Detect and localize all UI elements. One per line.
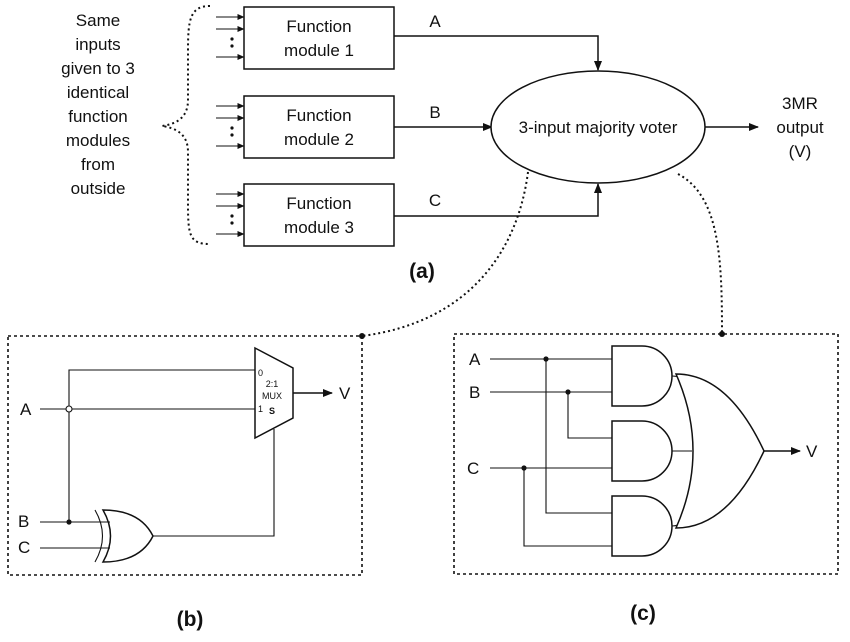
- and-gate-1: [611, 345, 673, 407]
- and-gate-3: [611, 495, 673, 557]
- mux-2to1: [254, 346, 294, 440]
- left-note-line: modules: [66, 131, 130, 150]
- module-label: Function: [286, 106, 351, 125]
- module-label: Function: [286, 17, 351, 36]
- majority-voter: 3-input majority voter: [490, 70, 706, 184]
- output-v-label: V: [806, 442, 818, 461]
- input-a-label: A: [469, 350, 481, 369]
- module-label: module 3: [284, 218, 354, 237]
- left-note: Same inputs given to 3 identical functio…: [61, 11, 135, 198]
- input-b-label: B: [18, 512, 29, 531]
- and-gate-2: [611, 420, 673, 482]
- caption-a: (a): [409, 260, 435, 283]
- panel-b-border: [7, 335, 363, 576]
- left-note-line: function: [68, 107, 128, 126]
- mux-select-label: S: [269, 406, 275, 416]
- output-v-label: V: [339, 384, 351, 403]
- module-label: module 2: [284, 130, 354, 149]
- input-b-label: B: [469, 383, 480, 402]
- svg-text:output: output: [776, 118, 824, 137]
- voter-label: 3-input majority voter: [519, 118, 678, 137]
- input-c-label: C: [18, 538, 30, 557]
- panel-c-border: [453, 333, 839, 575]
- left-note-line: inputs: [75, 35, 120, 54]
- signal-label-c: C: [429, 191, 441, 210]
- module-output-wires: A B C: [394, 12, 602, 217]
- connector-to-c: [677, 173, 723, 335]
- input-a-label: A: [20, 400, 32, 419]
- function-module-3: Function module 3: [216, 183, 395, 247]
- svg-text:(V): (V): [789, 142, 812, 161]
- function-module-2: Function module 2: [216, 95, 395, 159]
- signal-label-b: B: [429, 103, 440, 122]
- or-gate: [674, 373, 765, 529]
- function-module-1: Function module 1: [216, 6, 395, 70]
- left-note-line: Same: [76, 11, 120, 30]
- left-note-line: outside: [71, 179, 126, 198]
- mux-circuit: 0 1 2:1 MUX S A B C V: [18, 346, 351, 563]
- mux-input-1-label: 1: [258, 404, 263, 414]
- svg-text:3MR: 3MR: [782, 94, 818, 113]
- caption-c: (c): [630, 602, 656, 625]
- xor-gate: [101, 509, 154, 563]
- left-note-line: given to 3: [61, 59, 135, 78]
- module-label: Function: [286, 194, 351, 213]
- mux-label-ratio: 2:1: [266, 379, 279, 389]
- tmr-output-label: 3MR output (V): [776, 94, 824, 161]
- caption-b: (b): [177, 608, 204, 631]
- left-note-line: from: [81, 155, 115, 174]
- and-or-circuit: A B C V: [467, 345, 818, 557]
- input-c-label: C: [467, 459, 479, 478]
- mux-input-0-label: 0: [258, 368, 263, 378]
- mux-label: MUX: [262, 391, 282, 401]
- left-note-line: identical: [67, 83, 129, 102]
- curly-brace: [161, 5, 211, 245]
- signal-label-a: A: [429, 12, 441, 31]
- module-label: module 1: [284, 41, 354, 60]
